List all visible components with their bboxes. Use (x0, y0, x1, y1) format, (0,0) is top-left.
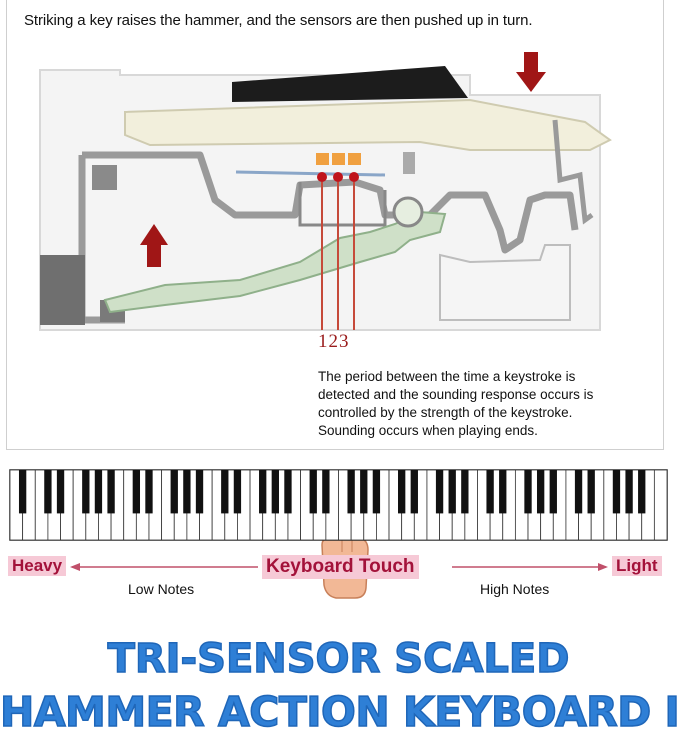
sensor-housing (298, 182, 387, 227)
black-key-piano (132, 470, 141, 514)
sensor-dot-1 (317, 172, 327, 182)
headline-line-1: TRI-SENSOR SCALED (107, 635, 570, 683)
black-key-piano (233, 470, 242, 514)
black-key-piano (448, 470, 456, 514)
black-key-piano (284, 470, 292, 514)
black-key-piano (82, 470, 90, 514)
sensor-dot-3 (349, 172, 359, 182)
hammer (103, 210, 447, 314)
heavy-label: Heavy (8, 556, 67, 576)
rear-spring (552, 119, 594, 225)
pivot-post (403, 152, 415, 174)
black-key-piano (145, 470, 153, 514)
headline-line-2: HAMMER ACTION KEYBOARD II (0, 687, 677, 737)
felt-block (92, 165, 117, 190)
sensor-numbers: 123 (318, 331, 350, 352)
black-key-piano (536, 470, 545, 514)
black-key-piano (44, 470, 52, 514)
base-block (40, 255, 85, 325)
sensor-3 (348, 153, 361, 165)
black-key-piano (56, 470, 65, 514)
sensor-dot-2 (333, 172, 343, 182)
high-notes-label: High Notes (480, 581, 550, 597)
keyboard-touch-label: Keyboard Touch (262, 555, 419, 579)
up-arrow-icon (140, 224, 168, 267)
black-key-piano (625, 470, 633, 514)
white-key (653, 469, 668, 541)
low-notes-label: Low Notes (128, 581, 195, 597)
black-key-piano (271, 470, 279, 514)
black-key-piano (94, 470, 103, 514)
black-key-piano (461, 470, 469, 514)
black-key-piano (259, 470, 267, 514)
note-line: The period between the time a keystroke … (318, 369, 576, 384)
note-line: Sounding occurs when playing ends. (318, 423, 538, 438)
black-key-piano (549, 470, 557, 514)
black-key-piano (372, 470, 381, 514)
black-key-piano (18, 470, 27, 514)
black-key-piano (170, 470, 178, 514)
black-key-piano (574, 470, 583, 514)
rear-frame (439, 244, 571, 321)
black-key-piano (499, 470, 507, 514)
black-key-piano (107, 470, 115, 514)
sensor-rod (235, 170, 386, 177)
black-key-piano (410, 470, 418, 514)
black-key-piano (360, 470, 368, 514)
black-key-piano (524, 470, 532, 514)
timing-note: The period between the time a keystroke … (318, 368, 658, 440)
black-key-piano (309, 470, 317, 514)
scale-arrow-right (452, 563, 608, 571)
piano-keyboard (9, 469, 668, 541)
black-key-piano (587, 470, 595, 514)
black-key-piano (195, 470, 204, 514)
black-key-piano (398, 470, 406, 514)
black-key-piano (638, 470, 646, 514)
diagram-caption: Striking a key raises the hammer, and th… (24, 12, 533, 29)
sensor-1 (316, 153, 329, 165)
black-key-piano (322, 470, 330, 514)
down-arrow-icon (516, 52, 546, 92)
scale-arrow-left (70, 563, 258, 571)
black-key-piano (347, 470, 355, 514)
hammer-pivot (392, 196, 424, 228)
white-key (124, 98, 612, 151)
black-key-piano (612, 470, 621, 514)
note-line: controlled by the strength of the keystr… (318, 405, 573, 420)
black-key-piano (486, 470, 494, 514)
black-key (232, 66, 468, 102)
black-key-piano (435, 470, 444, 514)
note-line: detected and the sounding response occur… (318, 387, 594, 402)
sensor-2 (332, 153, 345, 165)
black-key-piano (183, 470, 191, 514)
light-label: Light (612, 556, 662, 576)
black-key-piano (221, 470, 229, 514)
